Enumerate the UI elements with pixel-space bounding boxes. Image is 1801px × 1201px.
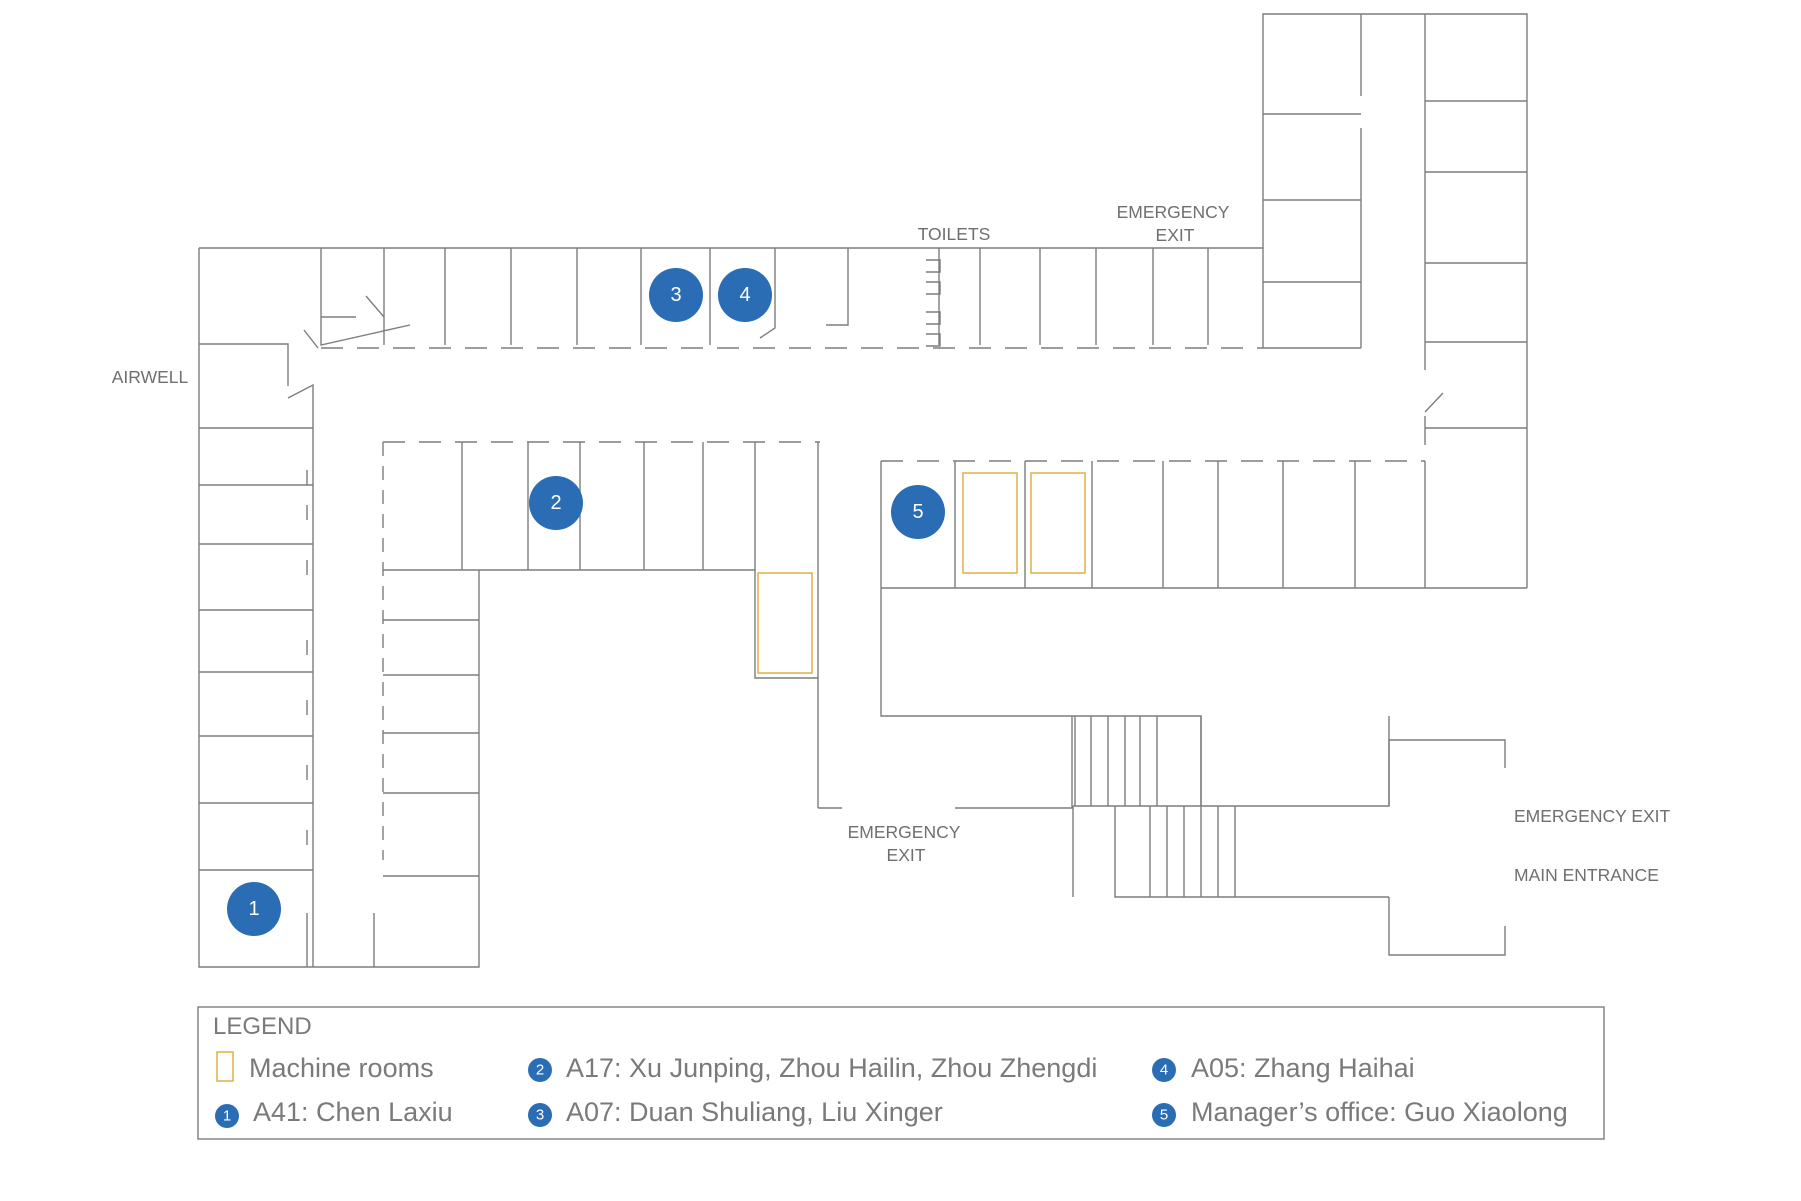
emergency-exit-bottom-label-line2: EXIT (887, 845, 926, 865)
machine-room (962, 472, 1018, 574)
legend-num-5: 5 (1160, 1107, 1168, 1124)
legend-num-1: 1 (223, 1108, 231, 1125)
emergency-exit-top-label-line1: EMERGENCY (1117, 202, 1230, 222)
place-labels: AIRWELL TOILETS EMERGENCY EXIT EMERGENCY… (112, 202, 1671, 885)
legend-item-4: A05: Zhang Haihai (1191, 1053, 1415, 1083)
marker-2[interactable]: 2 (529, 476, 583, 530)
svg-text:3: 3 (670, 284, 681, 306)
legend-item-5: Manager’s office: Guo Xiaolong (1191, 1097, 1568, 1127)
machine-room-swatch (216, 1051, 234, 1082)
legend-item-2: A17: Xu Junping, Zhou Hailin, Zhou Zheng… (566, 1053, 1097, 1083)
airwell-label: AIRWELL (112, 367, 189, 387)
toilets-label: TOILETS (918, 224, 991, 244)
svg-text:2: 2 (550, 492, 561, 514)
emergency-exit-bottom-label-line1: EMERGENCY (848, 822, 961, 842)
machine-rooms (757, 472, 1086, 674)
legend-item-1: A41: Chen Laxiu (253, 1097, 453, 1127)
svg-text:1: 1 (248, 898, 259, 920)
legend-num-4: 4 (1160, 1062, 1168, 1079)
emergency-exit-right-label: EMERGENCY EXIT (1514, 806, 1671, 826)
legend-machine-rooms: Machine rooms (249, 1053, 434, 1083)
emergency-exit-top-label-line2: EXIT (1156, 225, 1195, 245)
legend-box (197, 1006, 1605, 1140)
marker-5[interactable]: 5 (891, 485, 945, 539)
legend-num-2: 2 (536, 1062, 544, 1079)
svg-text:5: 5 (912, 501, 923, 523)
marker-4[interactable]: 4 (718, 268, 772, 322)
legend: LEGEND Machine rooms 1 A41: Chen Laxiu 2… (197, 1006, 1605, 1140)
machine-room (1030, 472, 1086, 574)
machine-room (757, 572, 813, 674)
office-markers: 1 2 3 4 5 (227, 268, 945, 936)
legend-title: LEGEND (213, 1013, 312, 1040)
marker-3[interactable]: 3 (649, 268, 703, 322)
svg-text:4: 4 (739, 284, 750, 306)
main-entrance-label: MAIN ENTRANCE (1514, 865, 1659, 885)
walls (198, 13, 1528, 968)
marker-1[interactable]: 1 (227, 882, 281, 936)
legend-item-3: A07: Duan Shuliang, Liu Xinger (566, 1097, 943, 1127)
legend-num-3: 3 (536, 1107, 544, 1124)
